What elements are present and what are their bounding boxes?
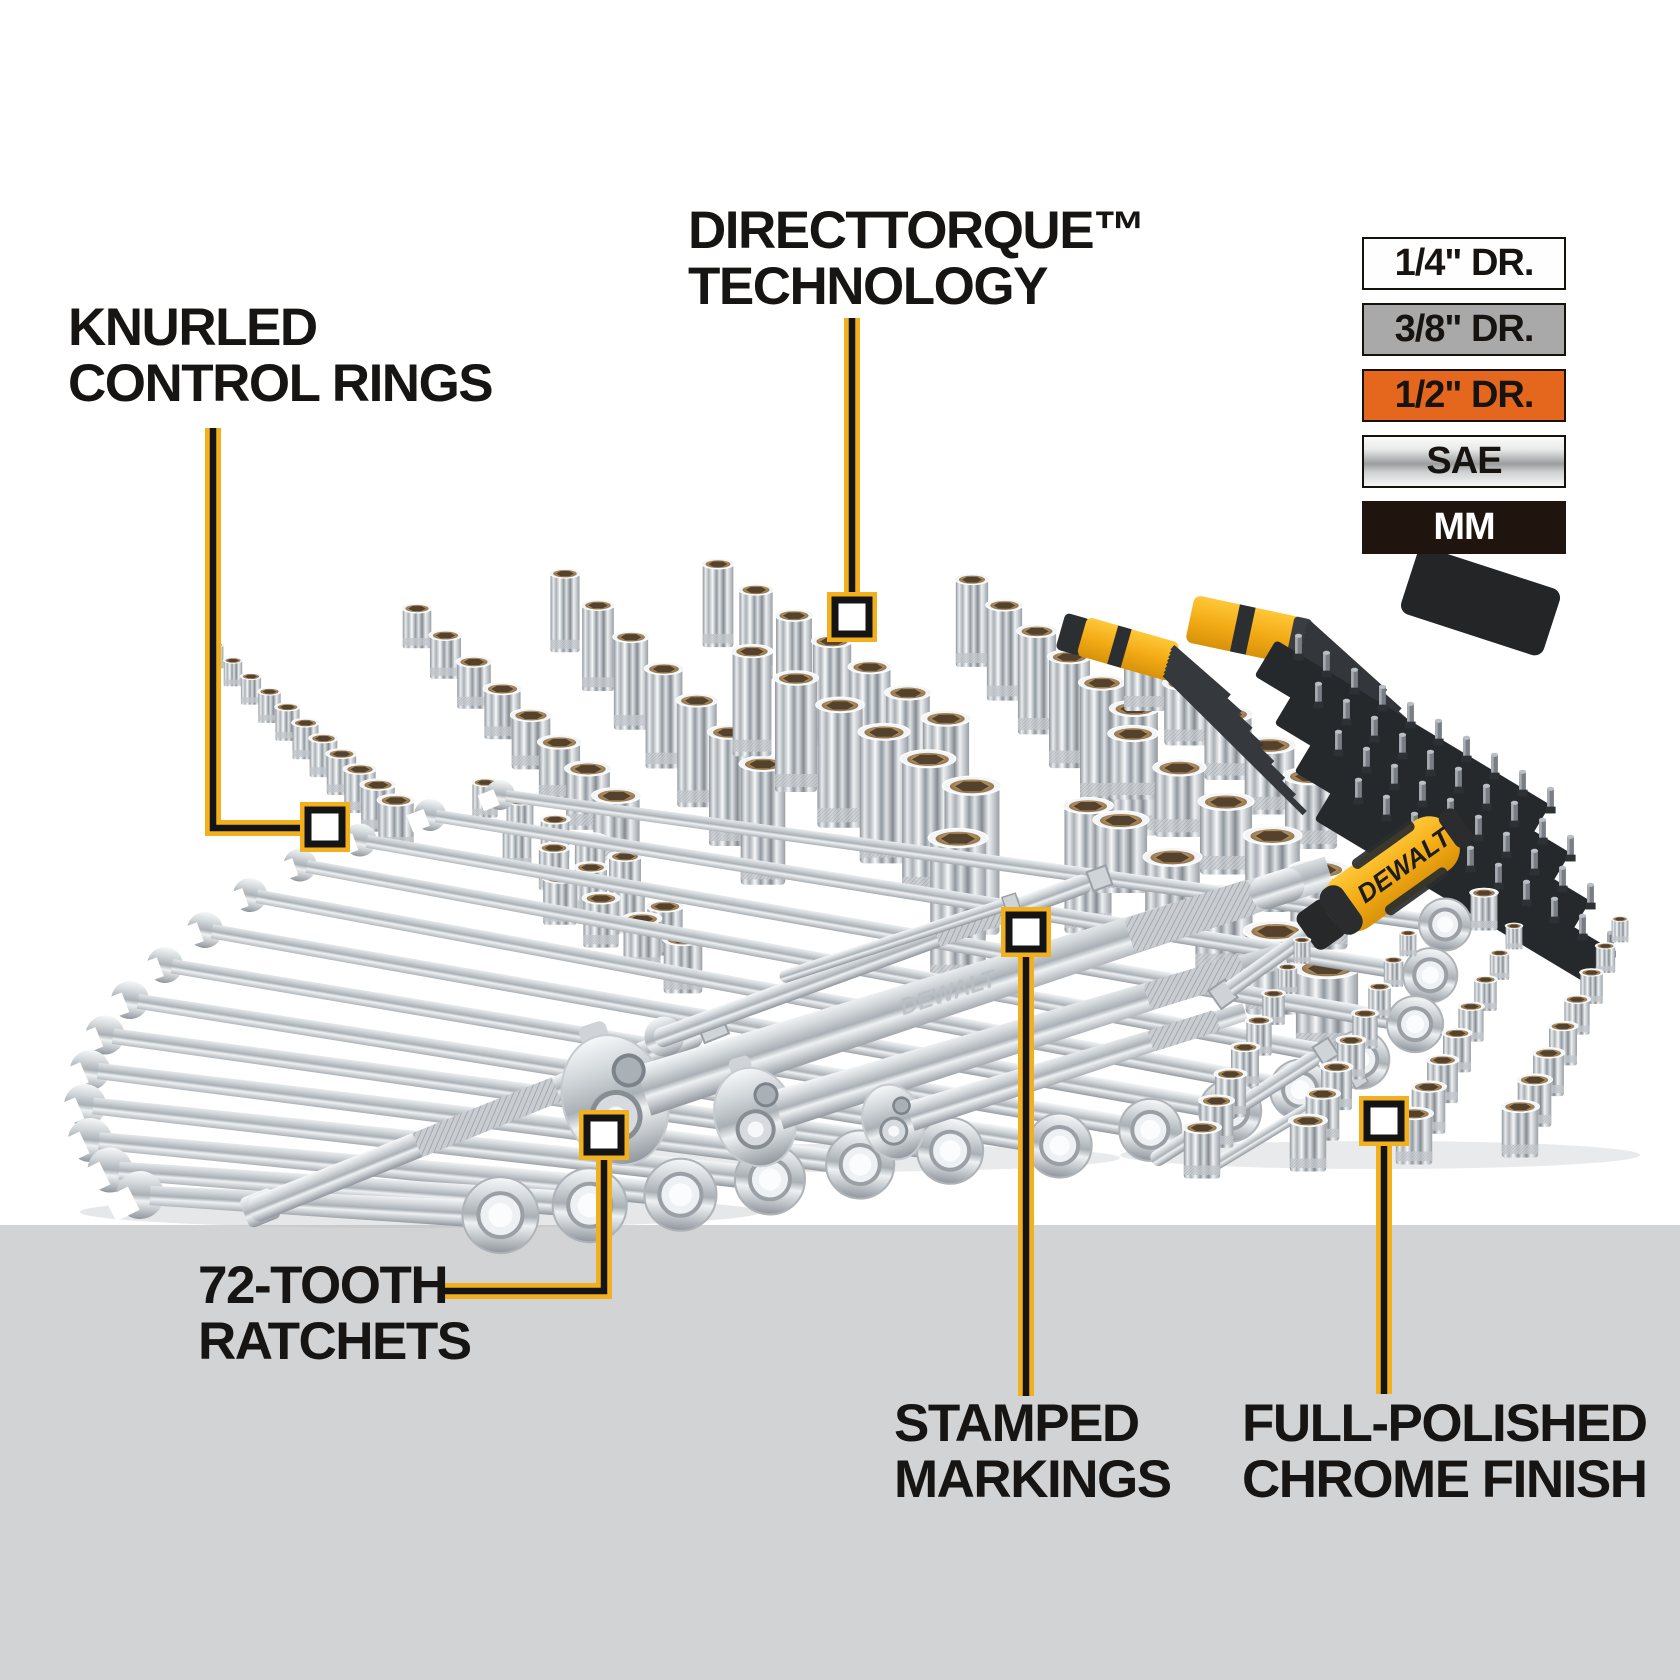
callout-full-polished-chrome: FULL-POLISHED CHROME FINISH (1242, 1394, 1648, 1509)
ratchets-leader-line (440, 1154, 608, 1295)
callout-line: CONTROL RINGS (68, 353, 494, 413)
callout-line: STAMPED (894, 1394, 1140, 1453)
ratchets-marker (579, 1110, 629, 1160)
badge-three-eighths-drive: 3/8" DR. (1362, 303, 1566, 356)
badge-label: 1/2" DR. (1394, 374, 1535, 416)
callout-markers (300, 592, 1409, 1160)
knurled-leader-line (209, 428, 305, 832)
callout-line: TECHNOLOGY (688, 256, 1048, 316)
hex-key-set-small (1056, 613, 1307, 816)
callout-line: DIRECTTORQUE™ (688, 201, 1146, 260)
chrome-marker (1359, 1096, 1409, 1146)
knurled-leader-outline (205, 428, 305, 836)
hex-key-case (1400, 547, 1561, 656)
callout-line: CHROME FINISH (1242, 1449, 1648, 1509)
callout-directtorque-technology: DIRECTTORQUE™ TECHNOLOGY (688, 201, 1146, 316)
badge-mm: MM (1362, 501, 1566, 554)
drive-size-legend: 1/4" DR. 3/8" DR. 1/2" DR. SAE MM (1362, 237, 1566, 567)
callout-line: KNURLED (68, 298, 318, 357)
stamped-marker (1001, 907, 1051, 957)
knurled-marker (300, 802, 350, 852)
badge-sae: SAE (1362, 435, 1566, 488)
callout-line: 72-TOOTH (198, 1256, 449, 1315)
badge-quarter-drive: 1/4" DR. (1362, 237, 1566, 290)
callout-line: RATCHETS (198, 1311, 472, 1371)
callout-line: MARKINGS (894, 1449, 1172, 1509)
badge-label: 3/8" DR. (1394, 308, 1535, 350)
directtorque-marker (827, 592, 877, 642)
badge-half-drive: 1/2" DR. (1362, 369, 1566, 422)
callout-knurled-control-rings: KNURLED CONTROL RINGS (68, 298, 494, 413)
callout-line: FULL-POLISHED (1242, 1394, 1648, 1453)
background-band (0, 1225, 1680, 1680)
callout-72-tooth-ratchets: 72-TOOTH RATCHETS (198, 1256, 472, 1371)
badge-label: MM (1433, 506, 1495, 548)
badge-label: 1/4" DR. (1394, 242, 1535, 284)
ratchet-quarter-inch (861, 1003, 1248, 1161)
badge-label: SAE (1426, 440, 1502, 482)
callout-stamped-markings: STAMPED MARKINGS (894, 1394, 1172, 1509)
